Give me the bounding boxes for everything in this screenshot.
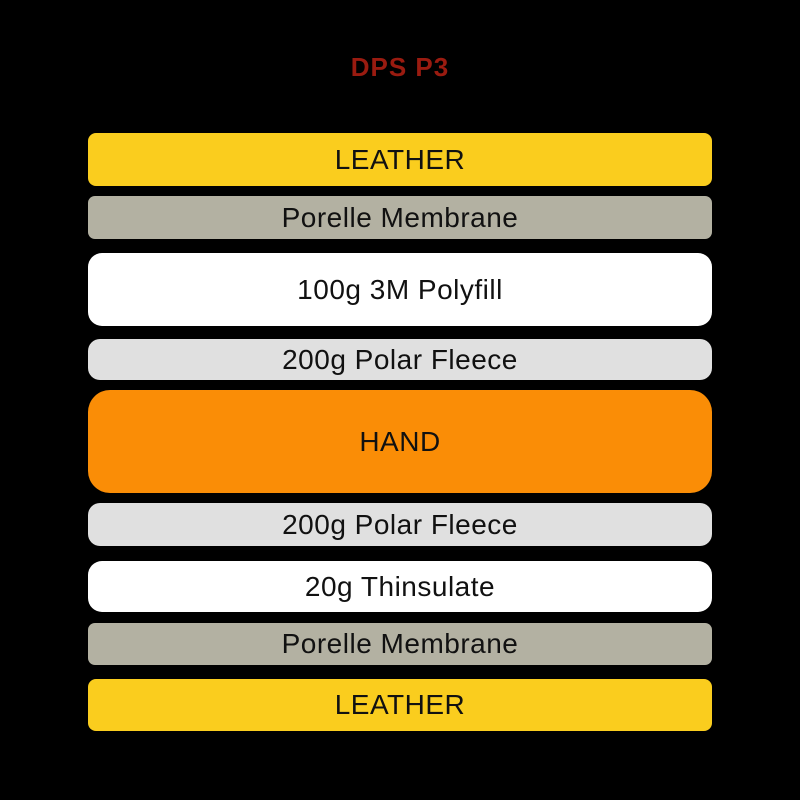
layer-bar-polar-fleece-bottom: 200g Polar Fleece — [88, 503, 712, 546]
layer-label: LEATHER — [334, 689, 466, 720]
layer-bar-leather-outer-top: LEATHER — [88, 133, 712, 186]
layer-label: 200g Polar Fleece — [282, 508, 518, 540]
layer-label: LEATHER — [334, 143, 466, 175]
layer-label: 200g Polar Fleece — [282, 343, 518, 375]
layer-bar-thinsulate: 20g Thinsulate — [88, 561, 712, 612]
layer-bar-porelle-membrane-bottom: Porelle Membrane — [88, 623, 712, 665]
layer-label: HAND — [359, 425, 441, 457]
layer-bar-hand: HAND — [88, 390, 712, 493]
layer-label: Porelle Membrane — [281, 628, 519, 659]
layer-label: 100g 3M Polyfill — [297, 273, 503, 305]
layer-bar-polyfill: 100g 3M Polyfill — [88, 253, 712, 326]
layer-bar-porelle-membrane-top: Porelle Membrane — [88, 196, 712, 239]
layer-bar-polar-fleece-top: 200g Polar Fleece — [88, 339, 712, 380]
layer-label: 20g Thinsulate — [304, 570, 496, 602]
layer-bar-leather-outer-bottom: LEATHER — [88, 679, 712, 731]
layer-label: Porelle Membrane — [281, 201, 519, 233]
diagram-title: DPS P3 — [350, 52, 450, 82]
